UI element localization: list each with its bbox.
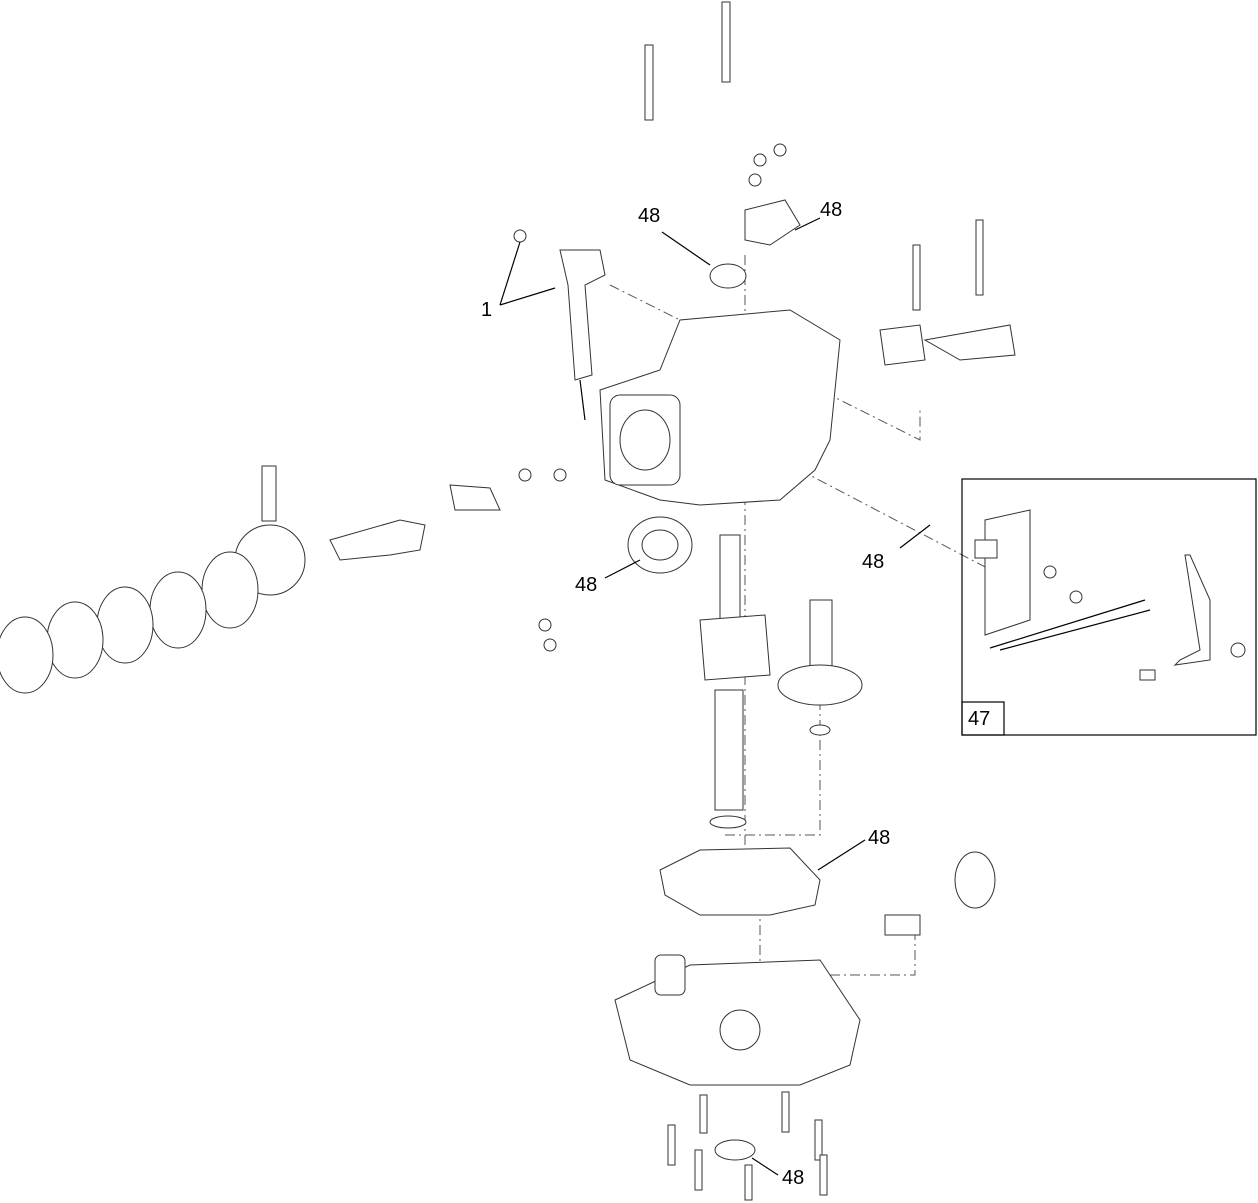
gasket xyxy=(659,847,821,916)
governor-gear xyxy=(954,851,996,909)
callout-48: 48 xyxy=(575,574,598,596)
leader-lines xyxy=(499,217,931,1176)
inset-47-box xyxy=(961,478,1257,736)
crankshaft xyxy=(699,534,771,829)
oil-seal-top xyxy=(709,263,747,289)
piston-assembly xyxy=(0,465,501,694)
sump-base xyxy=(614,954,861,1086)
engine-block xyxy=(599,309,841,506)
control-bracket xyxy=(879,244,1016,366)
callout-48: 48 xyxy=(638,205,661,227)
cover-plate xyxy=(744,199,801,246)
callout-1: 1 xyxy=(481,299,493,321)
oil-seal-bottom xyxy=(714,1139,756,1161)
dipstick-tube xyxy=(513,229,606,421)
inset-label-47: 47 xyxy=(968,708,991,730)
stud-bolts-top xyxy=(644,1,984,296)
camshaft xyxy=(777,599,863,736)
small-bolts xyxy=(518,143,787,652)
callout-48: 48 xyxy=(782,1167,805,1189)
callout-48: 48 xyxy=(868,827,891,849)
callout-48: 48 xyxy=(820,199,843,221)
callout-48: 48 xyxy=(862,551,885,573)
bottom-bolts xyxy=(667,1091,828,1201)
